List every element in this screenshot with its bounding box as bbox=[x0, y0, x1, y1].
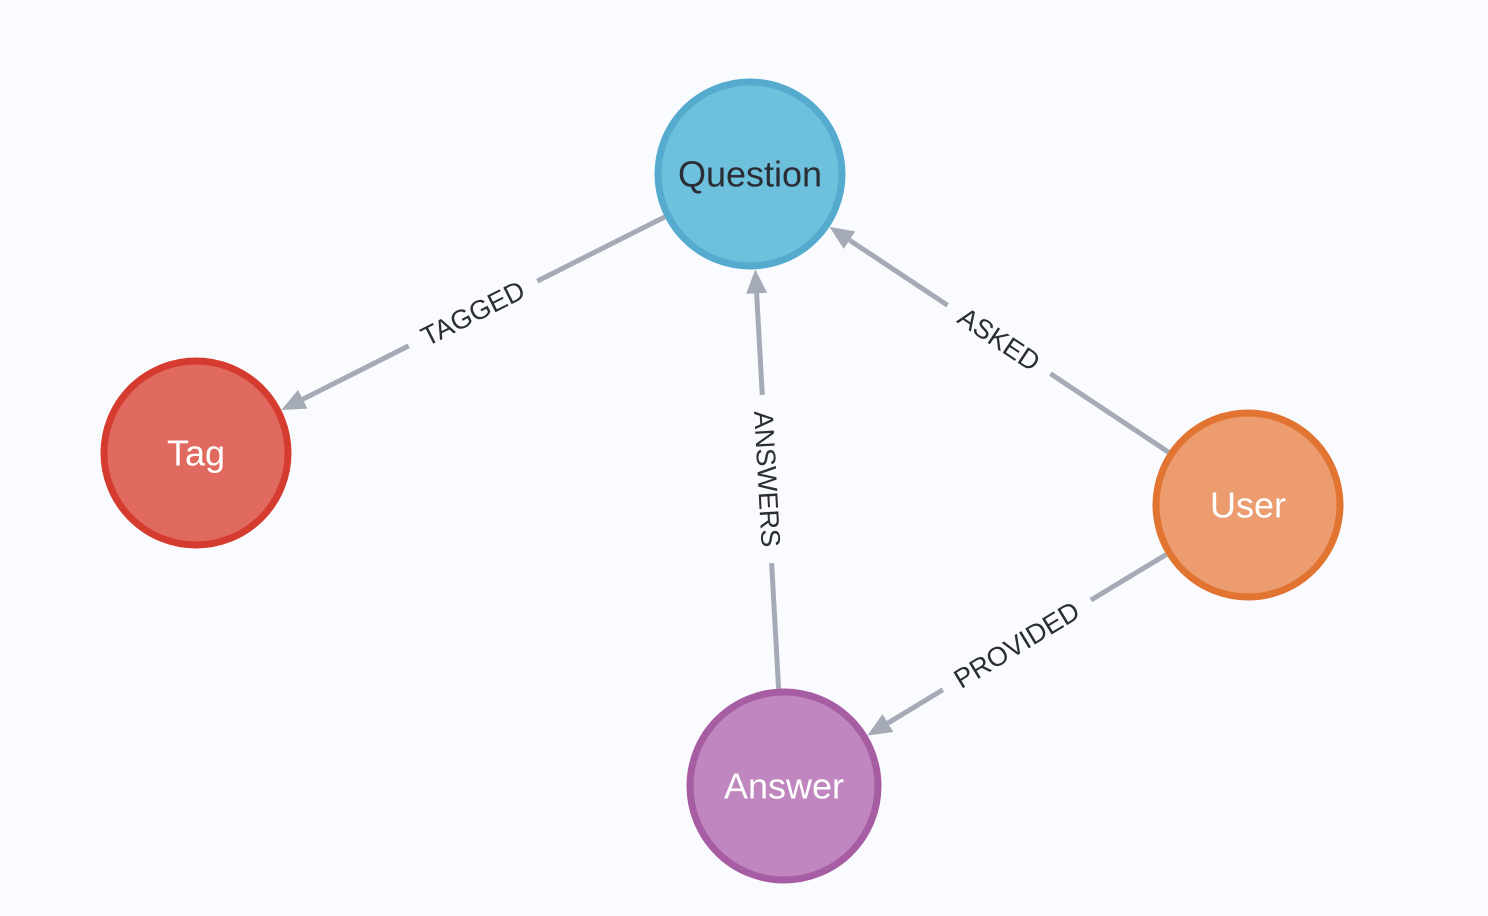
edge-line-answers[interactable] bbox=[754, 293, 765, 396]
edge-line-answers[interactable] bbox=[769, 562, 782, 689]
edge-line-asked[interactable] bbox=[1049, 371, 1170, 455]
edge-label-answers[interactable]: ANSWERS bbox=[748, 410, 786, 548]
edge-arrowhead-provided bbox=[867, 714, 894, 736]
edge-line-asked[interactable] bbox=[848, 238, 949, 308]
edge-arrowhead-answers bbox=[746, 269, 768, 294]
node-circle-tag[interactable] bbox=[100, 357, 292, 549]
edge-line-tagged[interactable] bbox=[536, 214, 666, 284]
edge-line-provided[interactable] bbox=[886, 687, 945, 726]
edge-answers[interactable]: ANSWERS bbox=[746, 269, 786, 689]
node-circle-answer[interactable] bbox=[686, 688, 882, 884]
edge-arrowhead-asked bbox=[829, 226, 856, 249]
edge-label-provided[interactable]: PROVIDED bbox=[949, 596, 1085, 695]
edge-tagged[interactable]: TAGGED bbox=[281, 214, 666, 411]
edge-label-tagged[interactable]: TAGGED bbox=[416, 275, 530, 352]
edge-line-provided[interactable] bbox=[1089, 552, 1168, 603]
node-user[interactable]: User bbox=[1152, 409, 1344, 601]
node-circle-question[interactable] bbox=[654, 78, 846, 270]
edge-asked[interactable]: ASKED bbox=[829, 226, 1170, 455]
edge-provided[interactable]: PROVIDED bbox=[867, 552, 1168, 736]
node-question[interactable]: Question bbox=[654, 78, 846, 270]
node-tag[interactable]: Tag bbox=[100, 357, 292, 549]
edge-arrowhead-tagged bbox=[281, 389, 308, 411]
edge-line-tagged[interactable] bbox=[301, 343, 410, 402]
node-answer[interactable]: Answer bbox=[686, 688, 882, 884]
edges-layer: TAGGED ASKED ANSWERS PROVIDED bbox=[281, 214, 1170, 736]
node-circle-user[interactable] bbox=[1152, 409, 1344, 601]
edge-label-asked[interactable]: ASKED bbox=[953, 302, 1046, 378]
